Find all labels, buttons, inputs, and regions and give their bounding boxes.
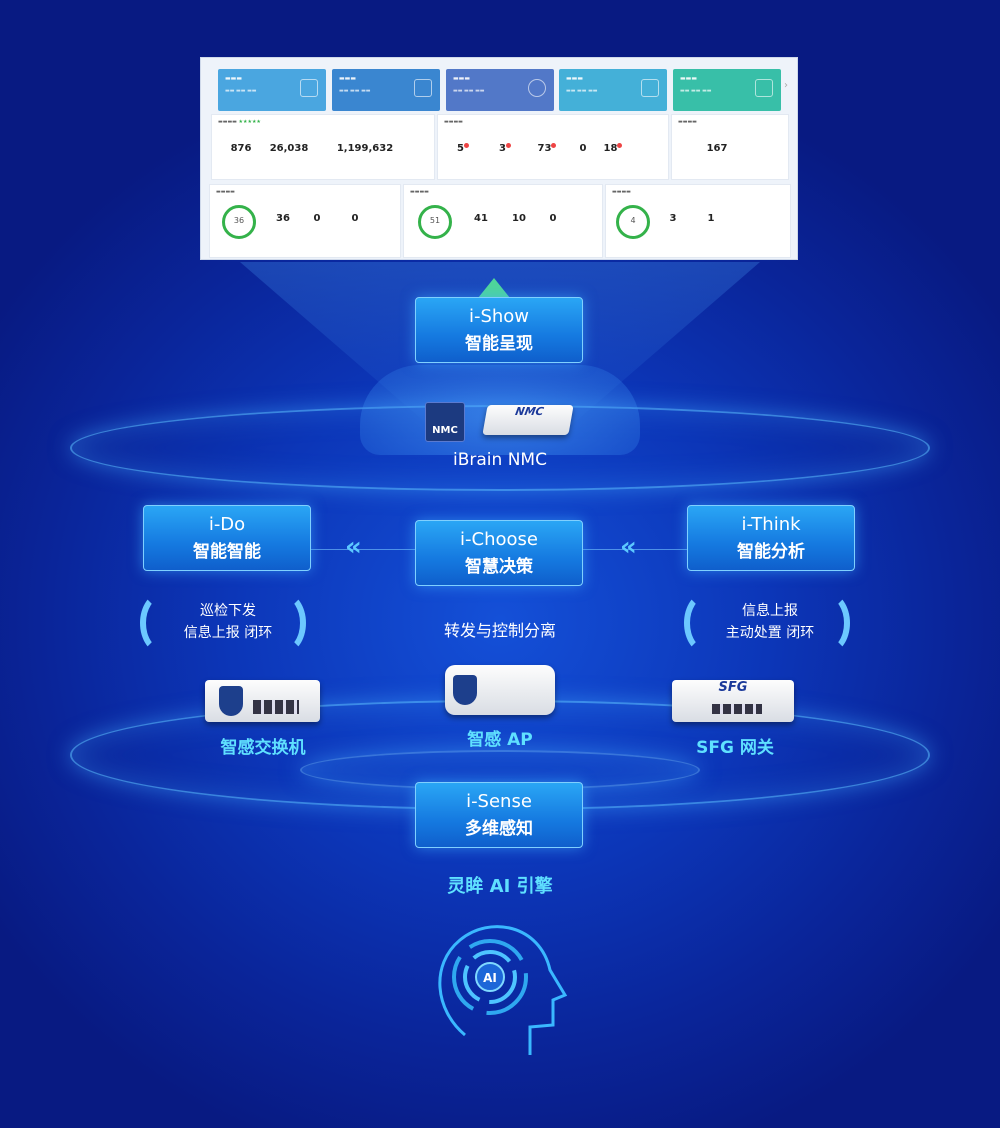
layer-subtitle: 智慧决策: [465, 557, 533, 577]
shield-icon: [453, 675, 477, 705]
double-chevron-left-icon: «: [620, 532, 637, 562]
layer-i-choose: i-Choose 智慧决策: [415, 520, 583, 586]
ibrain-nmc-label: iBrain NMC: [453, 450, 547, 470]
summary-card: ▬▬▬▬▬ ▬▬ ▬▬: [218, 69, 326, 111]
device-icon: [300, 79, 318, 97]
switch-label: 智感交换机: [220, 738, 306, 758]
nmc-server-icon: NMC: [425, 402, 465, 442]
cycle-line: 巡检下发: [200, 603, 256, 619]
nmc-appliance-icon: NMC: [482, 405, 574, 435]
total-ring: 4: [616, 205, 650, 239]
stat-value: 73: [522, 143, 572, 154]
panel-title: ▬▬▬▬: [612, 189, 631, 195]
layer-i-sense: i-Sense 多维感知: [415, 782, 583, 848]
panel-title: ▬▬▬▬: [444, 119, 463, 125]
layer-title: i-Think: [741, 514, 801, 535]
stat-value: 3: [480, 143, 530, 154]
status-panel: ▬▬▬▬ 51 41 10 0: [403, 184, 603, 258]
ai-engine-title: 灵眸 AI 引擎: [447, 876, 553, 897]
ai-head-icon: AI: [438, 925, 568, 1055]
cycle-text-right: 信息上报主动处置 闭环: [690, 600, 850, 644]
layer-subtitle: 智能分析: [737, 542, 805, 562]
cycle-line: 信息上报 闭环: [183, 625, 273, 641]
layer-subtitle: 智能呈现: [465, 334, 533, 354]
stat-value: 3: [669, 213, 677, 224]
cycle-line: 主动处置 闭环: [725, 625, 815, 641]
stat-value: 0: [351, 213, 359, 224]
cycle-text-center: 转发与控制分离: [443, 621, 556, 640]
panel-title: ▬▬▬▬ ★★★★★: [218, 119, 261, 125]
stat-value: 876: [230, 143, 252, 154]
total-ring: 36: [222, 205, 256, 239]
stat-value: 18: [588, 143, 638, 154]
layer-title: i-Choose: [460, 529, 538, 550]
alarm-panel: ▬▬▬▬ 5 3 73 0 18: [437, 114, 669, 180]
stat-value: 1: [707, 213, 715, 224]
gateway-label: SFG 网关: [696, 738, 774, 758]
stat-value: 26,038: [269, 143, 309, 154]
smart-switch-image: [205, 680, 320, 722]
layer-subtitle: 多维感知: [465, 819, 533, 839]
shield-icon: [219, 686, 243, 716]
stat-value: 10: [512, 213, 526, 224]
summary-card: ▬▬▬▬▬ ▬▬ ▬▬: [673, 69, 781, 111]
summary-card: ▬▬▬▬▬ ▬▬ ▬▬: [559, 69, 667, 111]
cycle-arrow-icon: [684, 592, 728, 654]
panel-title: ▬▬▬▬: [410, 189, 429, 195]
alert-icon: [641, 79, 659, 97]
stat-value: 0: [579, 143, 587, 154]
cycle-arrow-icon: [806, 592, 850, 654]
stat-value: 0: [313, 213, 321, 224]
status-panel: ▬▬▬▬ 36 36 0 0: [209, 184, 401, 258]
cycle-line: 信息上报: [742, 603, 798, 619]
panel-title: ▬▬▬▬: [216, 189, 235, 195]
ap-label: 智感 AP: [467, 730, 533, 750]
stats-panel: ▬▬▬▬ ★★★★★ 876 26,038 1,199,632: [211, 114, 435, 180]
gauge-icon: [528, 79, 546, 97]
stat-value: 41: [474, 213, 488, 224]
summary-card: ▬▬▬▬▬ ▬▬ ▬▬: [446, 69, 554, 111]
network-icon: [414, 79, 432, 97]
cycle-text-left: 巡检下发信息上报 闭环: [148, 600, 308, 644]
building-icon: [755, 79, 773, 97]
stat-value: 167: [706, 143, 728, 154]
smart-ap-image: [445, 665, 555, 715]
stat-value: 0: [549, 213, 557, 224]
double-chevron-left-icon: «: [345, 532, 362, 562]
layer-subtitle: 智能智能: [193, 542, 261, 562]
ports: [712, 704, 762, 714]
cycle-arrow-icon: [140, 592, 184, 654]
layer-i-think: i-Think 智能分析: [687, 505, 855, 571]
cycle-arrow-icon: [262, 592, 306, 654]
dashboard-screenshot: ▬▬▬▬▬ ▬▬ ▬▬ ▬▬▬▬▬ ▬▬ ▬▬ ▬▬▬▬▬ ▬▬ ▬▬ ▬▬▬▬…: [200, 57, 798, 260]
sfg-gateway-image: SFG: [672, 680, 794, 722]
stat-value: 5: [438, 143, 488, 154]
sfg-logo: SFG: [718, 680, 748, 695]
layer-title: i-Show: [468, 306, 530, 327]
layer-i-do: i-Do 智能智能: [143, 505, 311, 571]
panel-title: ▬▬▬▬: [678, 119, 697, 125]
business-panel: ▬▬▬▬ 167: [671, 114, 789, 180]
status-panel: ▬▬▬▬ 4 3 1: [605, 184, 791, 258]
nmc-badge: NMC: [432, 425, 458, 436]
layer-title: i-Do: [208, 514, 246, 535]
chevron-right-icon[interactable]: ›: [784, 80, 788, 91]
summary-card: ▬▬▬▬▬ ▬▬ ▬▬: [332, 69, 440, 111]
ai-icon-text: AI: [483, 971, 497, 985]
nmc-logo: NMC: [514, 405, 545, 418]
up-arrow-icon: [478, 278, 510, 298]
total-ring: 51: [418, 205, 452, 239]
layer-title: i-Sense: [466, 791, 532, 812]
stat-value: 1,199,632: [336, 143, 394, 154]
stat-value: 36: [276, 213, 290, 224]
ports: [253, 700, 299, 714]
layer-i-show: i-Show 智能呈现: [415, 297, 583, 363]
